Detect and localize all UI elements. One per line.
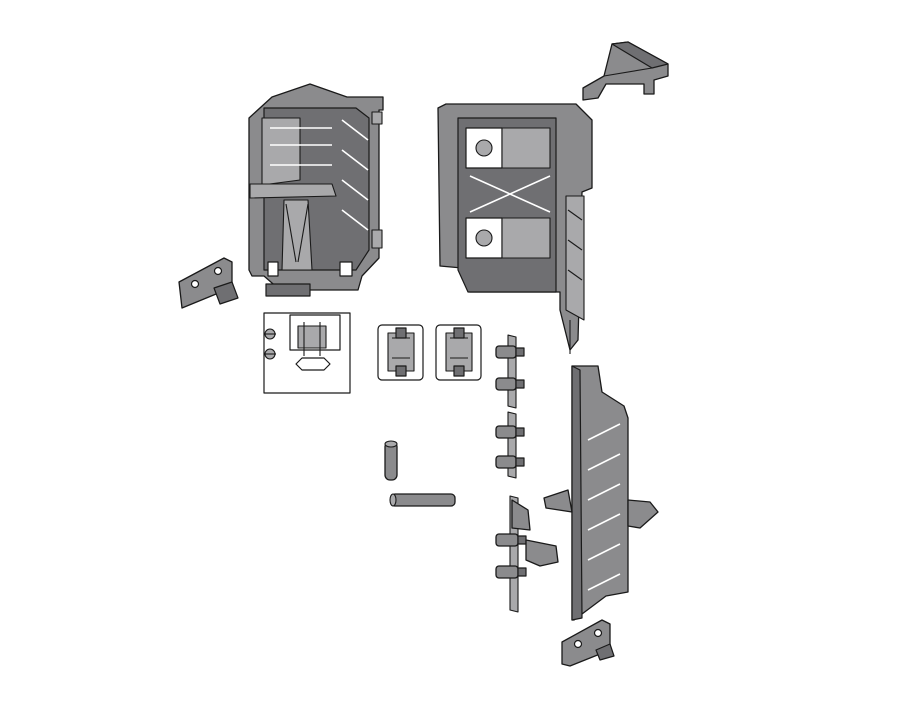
fastener-strip-1 <box>495 334 525 409</box>
right-corner-housing <box>437 103 593 354</box>
connector-clip-1 <box>377 324 424 381</box>
connector-clip-2 <box>435 324 482 381</box>
small-mounting-plate <box>178 257 239 309</box>
top-right-cap <box>582 41 669 101</box>
dowel-vertical <box>384 440 398 481</box>
drilling-template-card <box>263 312 351 394</box>
fastener-bracket-3 <box>495 495 559 613</box>
side-front-panel <box>543 365 659 621</box>
fastener-strip-2 <box>495 411 525 479</box>
dowel-horizontal <box>389 493 456 507</box>
bottom-small-plate <box>561 619 615 667</box>
left-corner-housing <box>248 83 384 297</box>
